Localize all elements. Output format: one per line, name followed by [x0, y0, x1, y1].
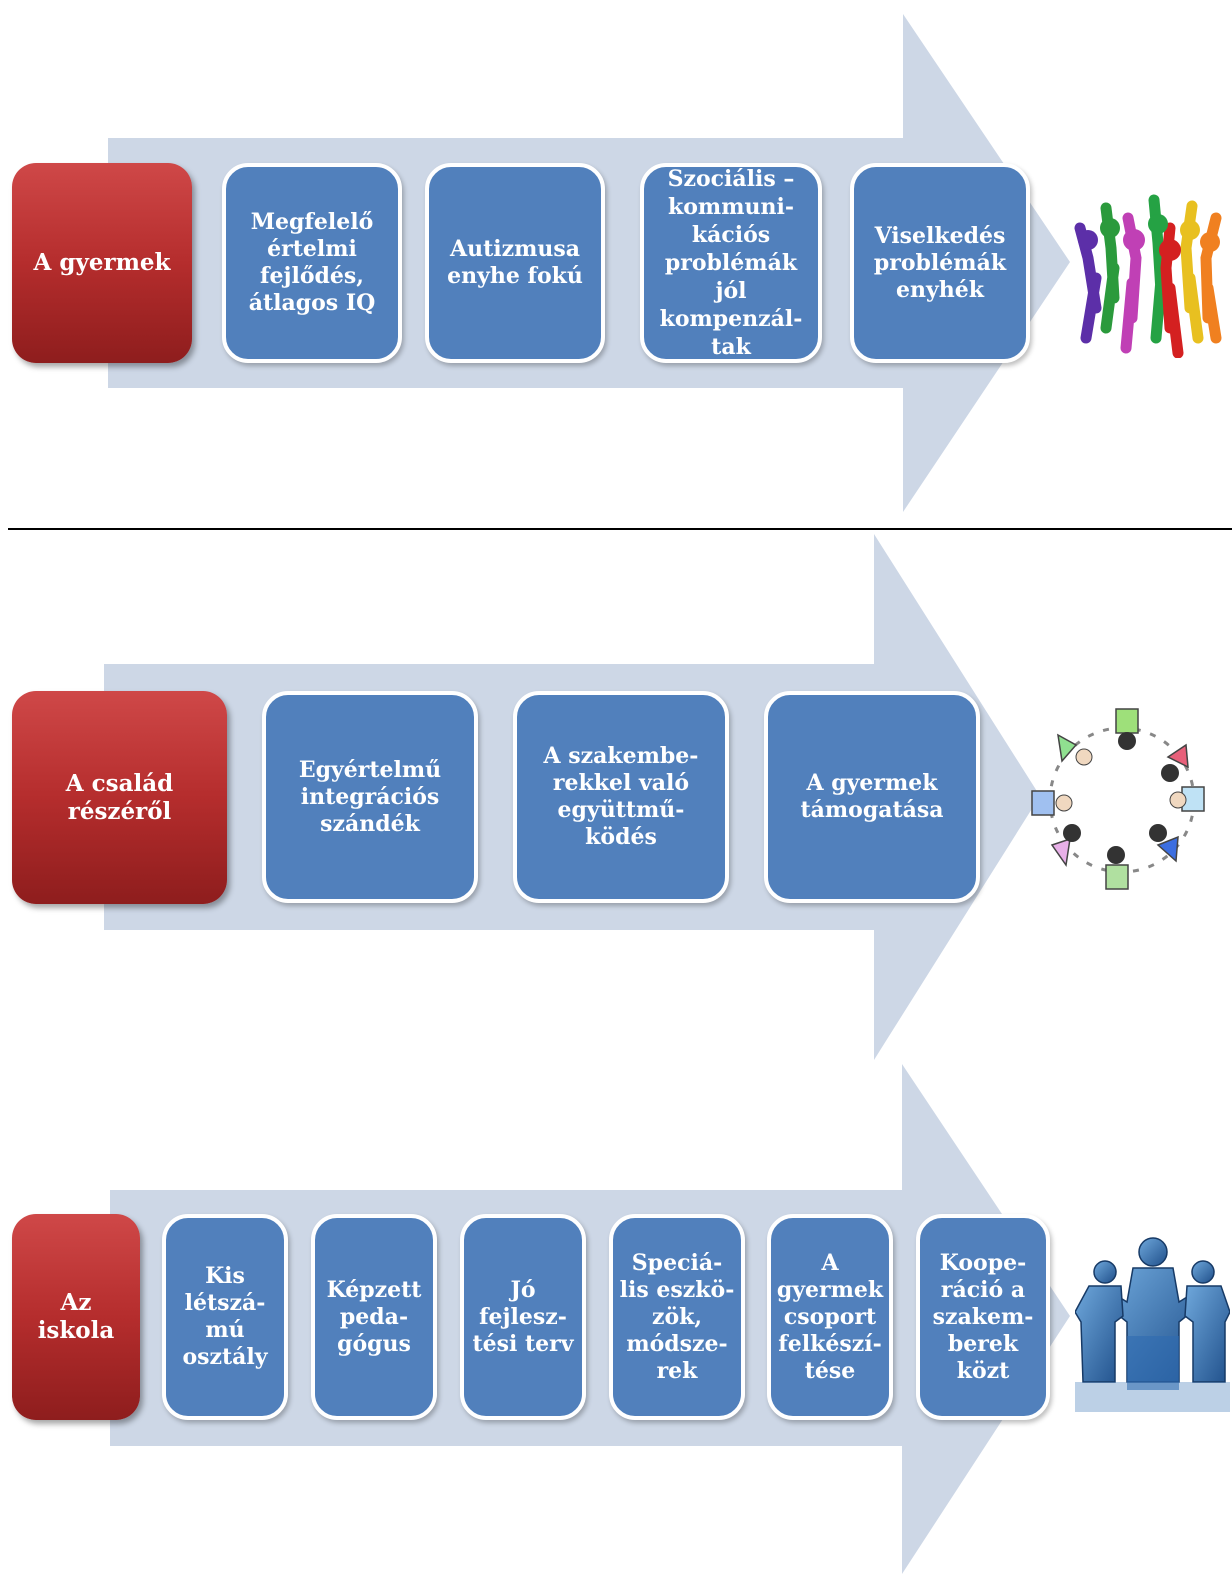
factor-box: Koope- ráció a szakem- berek közt — [916, 1214, 1050, 1420]
row-label: A család részéről — [12, 691, 227, 904]
factor-box: Egyértelmű integrációs szándék — [262, 691, 478, 903]
factor-box: Megfelelő értelmi fejlődés, átlagos IQ — [222, 163, 402, 363]
row-label: A gyermek — [12, 163, 192, 363]
section-divider — [8, 528, 1232, 530]
children-drawing-circle-icon — [1031, 708, 1205, 890]
row-family: A család részéről Egyértelmű integrációs… — [0, 530, 1232, 1065]
factor-box: Jó fejlesz- tési terv — [460, 1214, 586, 1420]
factor-box: Szociális – kommuni- kációs problémák jó… — [640, 163, 822, 363]
row-child: A gyermek Megfelelő értelmi fejlődés, át… — [0, 0, 1232, 528]
arrow-shape — [110, 1064, 1070, 1574]
puzzle-people-icon — [1075, 1237, 1230, 1412]
factor-box: A szakembe- rekkel való együttmű- ködés — [513, 691, 729, 903]
factor-box: A gyermek csoport felkészí- tése — [767, 1214, 893, 1420]
factor-box: Speciá- lis eszkö- zök, módsze- rek — [609, 1214, 745, 1420]
factor-box: Viselkedés problémák enyhék — [850, 163, 1030, 363]
factor-box: A gyermek támogatása — [764, 691, 980, 903]
people-raising-hands-icon — [1074, 194, 1222, 358]
row-label: Az iskola — [12, 1214, 140, 1420]
factor-box: Kis létszá- mú osztály — [162, 1214, 288, 1420]
factor-box: Képzett peda- gógus — [311, 1214, 437, 1420]
factor-box: Autizmusa enyhe fokú — [425, 163, 605, 363]
row-school: Az iskola Kis létszá- mú osztály Képzett… — [0, 1062, 1232, 1577]
